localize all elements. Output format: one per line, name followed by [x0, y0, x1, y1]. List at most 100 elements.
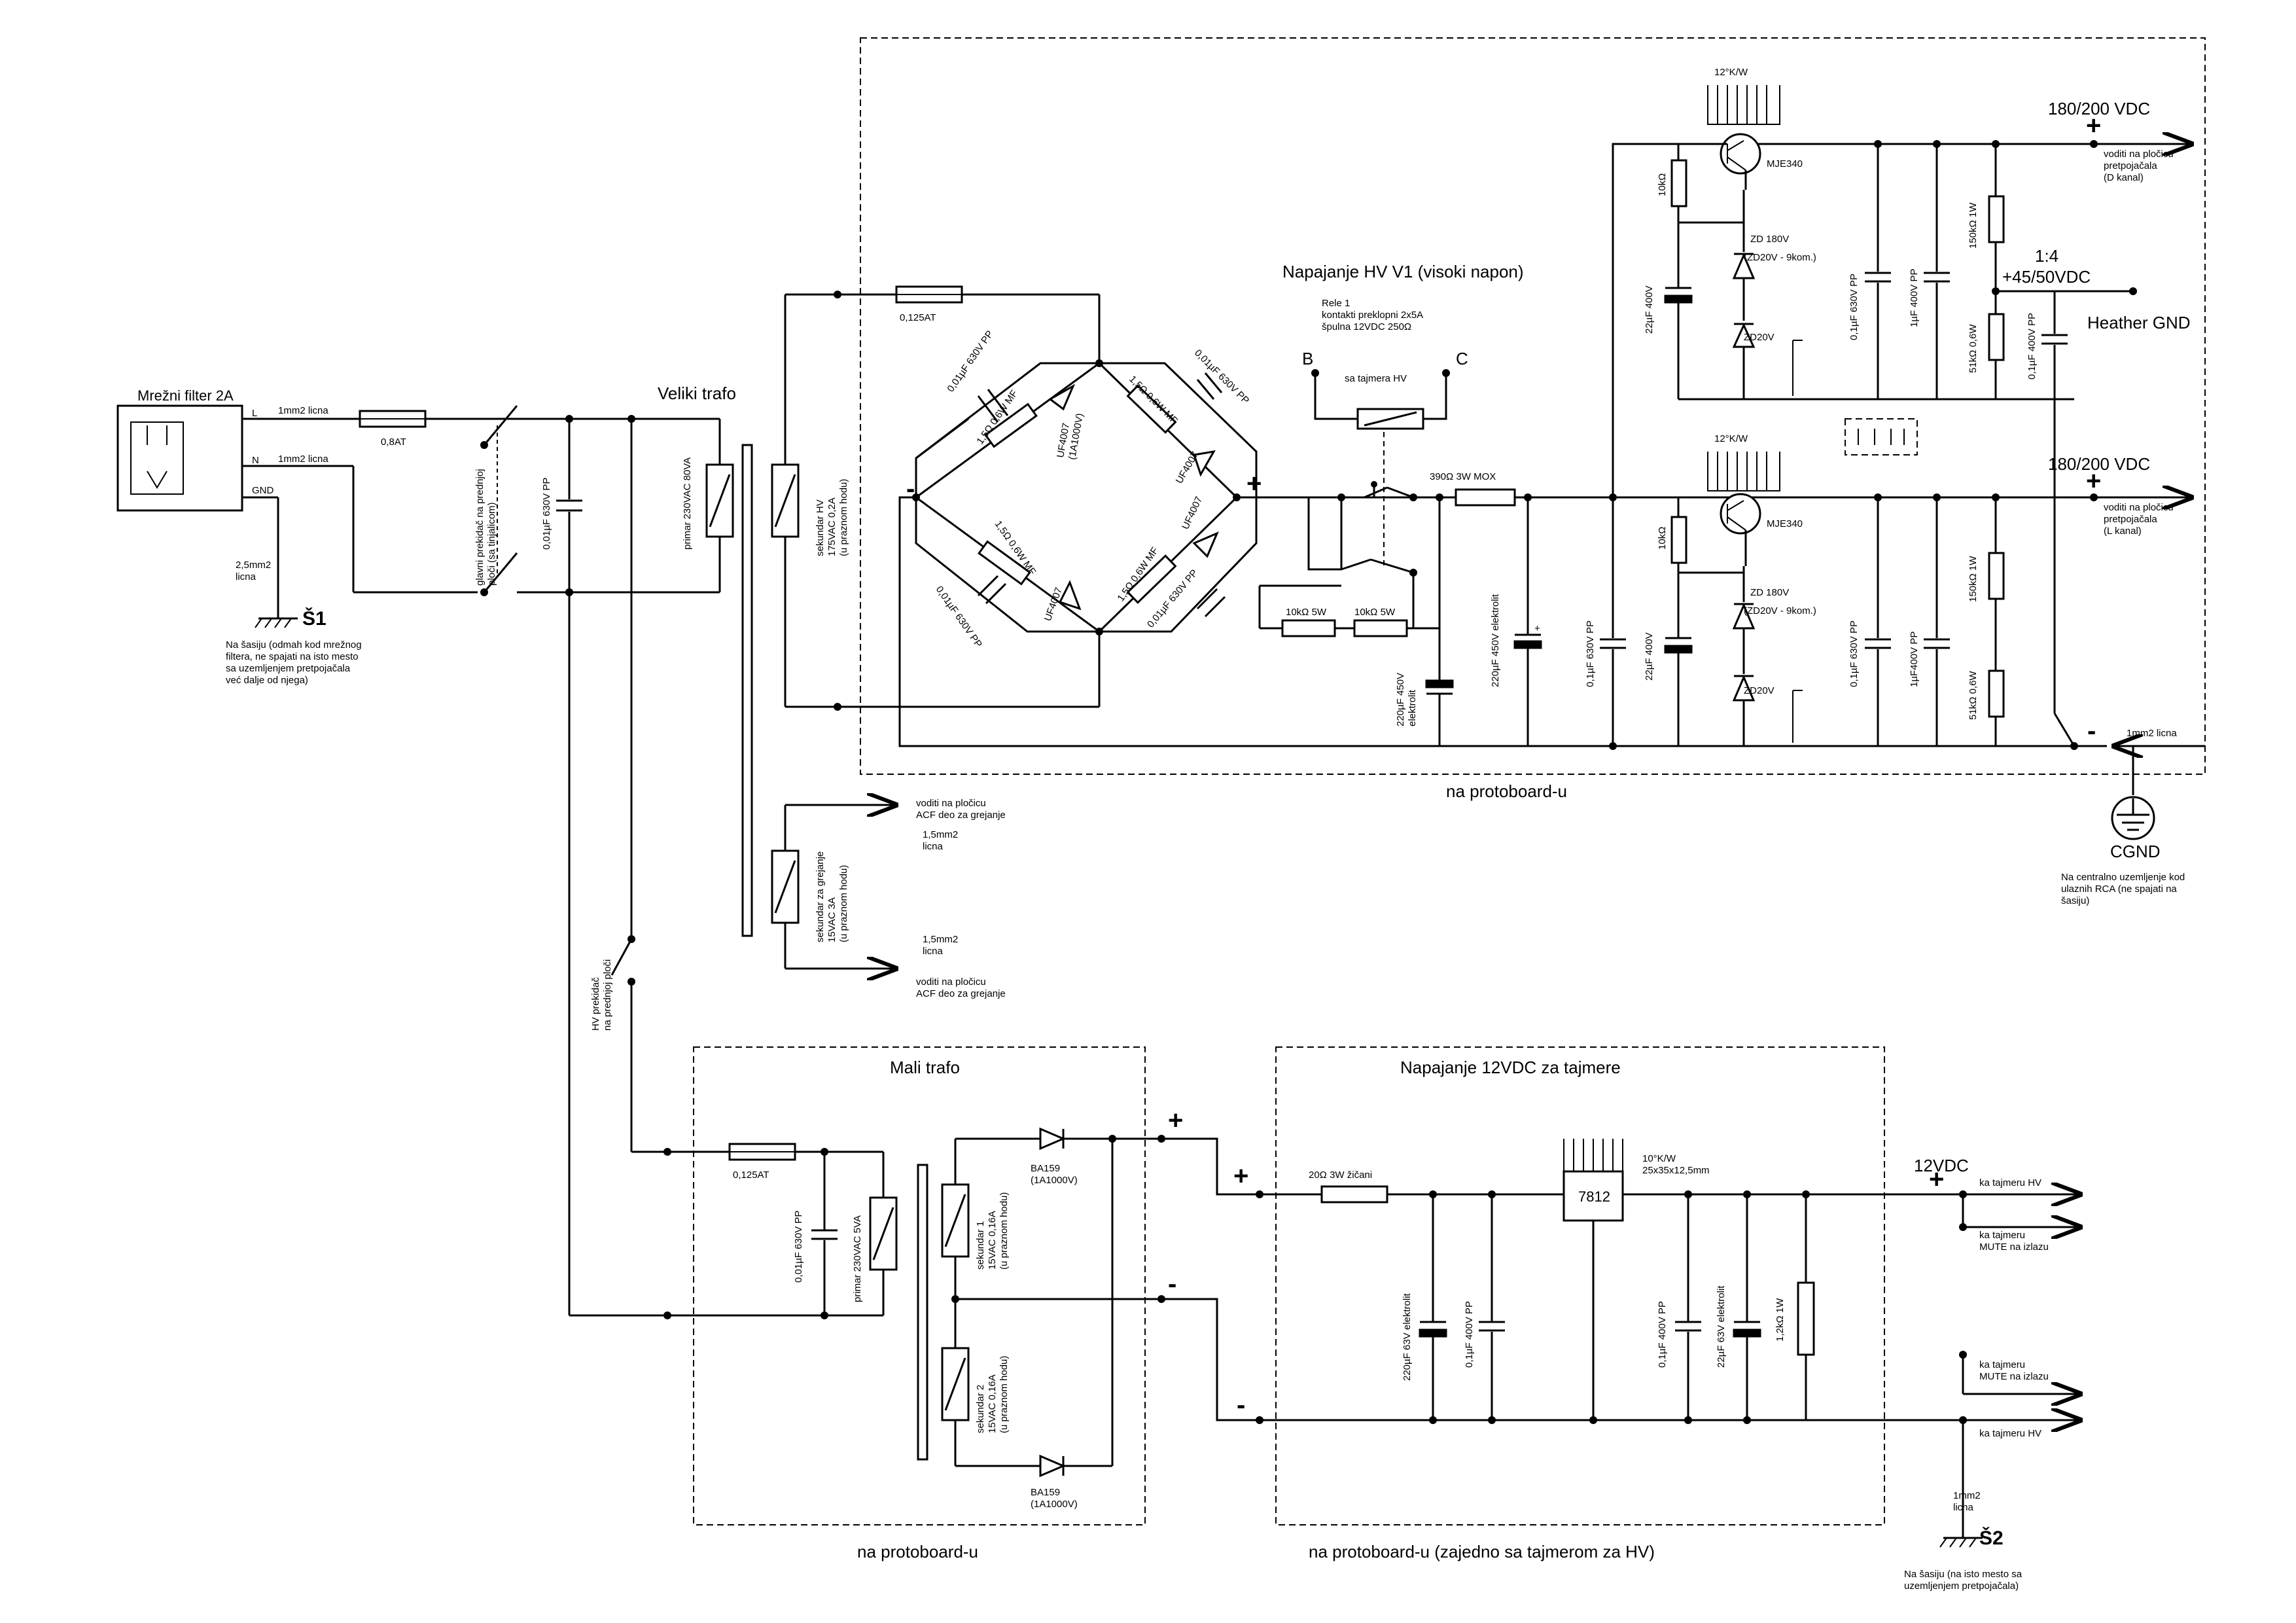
- supply-12v-plus-in: +: [1233, 1162, 1248, 1190]
- ch1-cap1-label: 1µF 400V PP: [1909, 268, 1920, 327]
- ch2-rbase-label: 10kΩ: [1657, 527, 1668, 550]
- resistor-390-mox: [1455, 488, 1516, 507]
- bridge-plus: +: [1246, 469, 1262, 498]
- out1-label: ka tajmeru HV: [1979, 1177, 2041, 1188]
- small-transformer-box: [693, 1046, 1146, 1525]
- ch1-output-caps: [1865, 140, 2068, 713]
- fuse-main-label: 0,8AT: [381, 437, 406, 448]
- ch2-zd-label: ZD 180V: [1750, 587, 1789, 598]
- bridge-rectifier: [912, 359, 1258, 635]
- relay-c: C: [1456, 349, 1468, 368]
- small-trafo-sec2-label: sekundar 215VAC 0,16A(u praznom hodu): [975, 1356, 1010, 1433]
- bridge-cap-bl-label: 0,01µF 630V PP: [934, 584, 984, 650]
- supply-12v-caption: na protoboard-u (zajedno sa tajmerom za …: [1309, 1542, 1655, 1561]
- big-trafo-core: [741, 444, 753, 937]
- resistor-10k-b-label: 10kΩ 5W: [1354, 607, 1396, 618]
- resistor-20-ohm-label: 20Ω 3W žičani: [1309, 1169, 1372, 1181]
- ch2-r150-label: 150kΩ 1W: [1968, 556, 1979, 602]
- ch1-rbase-label: 10kΩ: [1657, 173, 1668, 196]
- supply-12v-out-voltage: 12VDC: [1914, 1156, 1969, 1175]
- ch2-out-voltage: 180/200 VDC: [2048, 454, 2150, 474]
- terminal-l: L: [252, 408, 257, 419]
- chassis-ground-1-icon: [255, 617, 298, 628]
- ch1-heatsink-label: 12°K/W: [1714, 67, 1748, 78]
- small-cap-label: 0,01µF 630V PP: [793, 1211, 804, 1283]
- mains-cap-label: 0,01µF 630V PP: [541, 478, 552, 550]
- relay-coil: [1314, 373, 1447, 569]
- resistor-1k2-label: 1,2kΩ 1W: [1775, 1298, 1786, 1342]
- ch1-zd-label: ZD 180V: [1750, 234, 1789, 245]
- out4-label: ka tajmeru HV: [1979, 1428, 2041, 1439]
- relay-contacts: [1292, 481, 1417, 628]
- bridge-cap-tl-label: 0,01µF 630V PP: [945, 329, 995, 394]
- diode-ba159-bottom: [1039, 1454, 1066, 1478]
- chassis-ground-2-icon: [1939, 1537, 1983, 1548]
- diode-ba159-bottom-label: BA159(1A1000V): [1031, 1487, 1078, 1510]
- relay-b: B: [1302, 349, 1313, 368]
- minus-out: -: [2087, 717, 2096, 745]
- cap-220-first-label: 220µF 450Velektrolit: [1395, 673, 1418, 726]
- ch2-heatsink-label: 12°K/W: [1714, 433, 1748, 444]
- diode-br-label: UF4007: [1180, 495, 1205, 531]
- mains-filter-label: Mrežni filter 2A: [137, 387, 234, 404]
- ch1-r150-label: 150kΩ 1W: [1968, 202, 1979, 249]
- big-trafo-hv-secondary-label: sekundar HV175VAC 0,2A(u praznom hodu): [815, 479, 849, 556]
- supply-12v-box: [1275, 1046, 1885, 1525]
- channel-1-regulator: [1664, 85, 1803, 399]
- regulator-heatsink: [1563, 1139, 1623, 1172]
- ch2-zd-chain-label: (ZD20V - 9kom.): [1744, 605, 1816, 616]
- fuse-hv-label: 0,125AT: [900, 312, 936, 323]
- ch2-cap01-label: 0,1µF 630V PP: [1848, 620, 1860, 687]
- cap-220-second-label: 220µF 450V elektrolit: [1490, 594, 1501, 687]
- cap-01-630-label: 0,1µF 630V PP: [1585, 620, 1596, 687]
- main-switch-label: glavni prekidač na prednjojploči (sa tin…: [474, 469, 497, 586]
- mains-cap: [556, 415, 582, 596]
- terminal-n: N: [252, 455, 259, 466]
- ch2-cap1-label: 1µF400V PP: [1909, 632, 1920, 687]
- small-trafo-core: [917, 1164, 928, 1461]
- small-transformer-caption: na protoboard-u: [857, 1542, 978, 1561]
- ch1-cap01-label: 0,1µF 630V PP: [1848, 274, 1860, 340]
- cgnd-label: CGND: [2110, 842, 2161, 861]
- hv-switch: [610, 935, 635, 1152]
- heater-gnd-label: Heather GND: [2087, 313, 2191, 332]
- supply-12v-out-plus: +: [1929, 1165, 1944, 1194]
- big-trafo-heater-secondary-label: sekundar za grejanje15VAC 3A(u praznom h…: [815, 851, 849, 942]
- resistor-390-mox-label: 390Ω 3W MOX: [1430, 471, 1496, 482]
- small-trafo-plus: +: [1168, 1106, 1183, 1135]
- small-transformer-title: Mali trafo: [890, 1058, 960, 1077]
- hv-supply-title: Napajanje HV V1 (visoki napon): [1282, 262, 1524, 281]
- mains-filter: [116, 404, 360, 512]
- regulator-7812-label: 7812: [1578, 1188, 1610, 1205]
- cap-22-63v-label: 22µF 63V elektrolit: [1716, 1285, 1727, 1368]
- ch1-out-voltage: 180/200 VDC: [2048, 99, 2150, 118]
- ch1-zd20-label: ZD20V: [1744, 332, 1775, 343]
- fuse-small-label: 0,125AT: [733, 1169, 769, 1181]
- small-trafo-primary-label: primar 230VAC 5VA: [852, 1215, 863, 1302]
- diode-tl-label: UF4007(1A1000V): [1055, 410, 1086, 461]
- chassis-2-label: Š2: [1979, 1527, 2004, 1549]
- wire-n-label: 1mm2 licna: [278, 454, 328, 465]
- cap-01a-label: 0,1µF 400V PP: [1464, 1301, 1475, 1368]
- svg-text:+: +: [1534, 623, 1540, 634]
- chassis-1-label: Š1: [302, 607, 327, 630]
- resistor-10k-a: [1281, 619, 1336, 637]
- jumper-box: [1845, 418, 1918, 455]
- main-switch: [480, 405, 720, 596]
- relay-timer-label: sa tajmera HV: [1345, 373, 1407, 384]
- ch2-transistor-label: MJE340: [1767, 518, 1803, 529]
- cgnd-wire-label: 1mm2 licna: [2127, 728, 2177, 739]
- ch1-transistor-label: MJE340: [1767, 158, 1803, 169]
